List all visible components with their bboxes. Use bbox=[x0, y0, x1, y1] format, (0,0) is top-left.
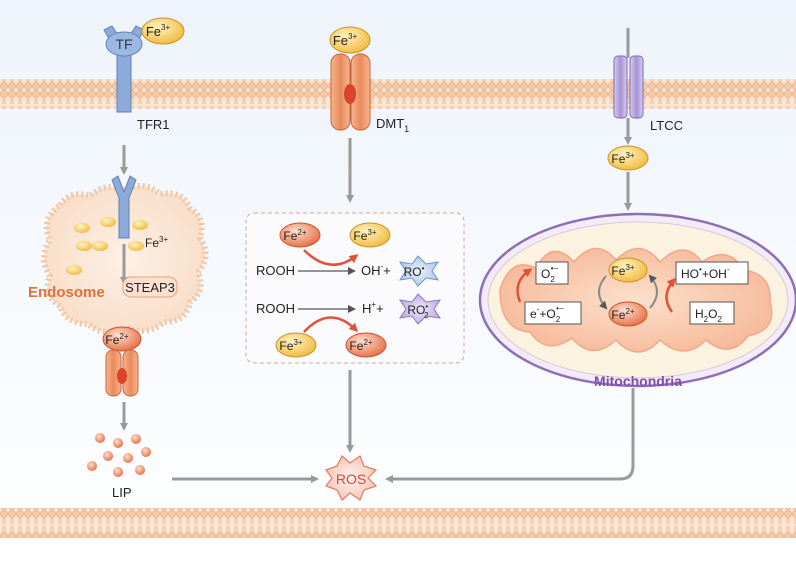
fenton-fe3-bottom: Fe3+ bbox=[275, 332, 317, 358]
plasma-membrane-bottom bbox=[0, 508, 796, 538]
svg-text:Fe2+: Fe2+ bbox=[349, 338, 372, 353]
ro-radical-star: RO• bbox=[398, 255, 440, 287]
ros-star: ROS bbox=[325, 455, 378, 501]
svg-text:HO•+OH-: HO•+OH- bbox=[681, 265, 730, 281]
svg-text:ROS: ROS bbox=[336, 471, 366, 487]
svg-text:Fe2+: Fe2+ bbox=[611, 307, 634, 322]
h-plus-label: H++ bbox=[362, 300, 384, 316]
fe3-ion-ltcc: Fe3+ bbox=[607, 145, 649, 171]
svg-text:Fe3+: Fe3+ bbox=[611, 151, 634, 166]
svg-text:RO•: RO• bbox=[404, 264, 425, 279]
gray-arc-fe3-to-fe2 bbox=[598, 275, 608, 310]
oh-minus-label: OH-+ bbox=[361, 262, 391, 278]
fe3-ion-top-left: Fe3+ bbox=[141, 17, 185, 45]
ro2-radical-star: RO•2 bbox=[398, 293, 442, 325]
svg-text:Fe2+: Fe2+ bbox=[283, 228, 306, 243]
svg-text:RO•2: RO•2 bbox=[407, 302, 429, 320]
tfr1-receptor bbox=[103, 25, 145, 113]
dmt1-label: DMT1 bbox=[376, 116, 409, 134]
lip-label: LIP bbox=[112, 485, 132, 500]
red-arc-mito-right bbox=[665, 277, 676, 313]
fe3-ion-top-center: Fe3+ bbox=[329, 26, 371, 54]
svg-text:Fe3+: Fe3+ bbox=[333, 32, 358, 48]
ltcc-label: LTCC bbox=[650, 118, 683, 133]
ltcc-channel bbox=[613, 55, 644, 119]
mitochondria-label: Mitochondria bbox=[594, 373, 682, 389]
mito-fe2-ion: Fe2+ bbox=[608, 301, 648, 327]
svg-text:Fe3+: Fe3+ bbox=[279, 338, 302, 353]
red-arc-reaction-2 bbox=[303, 316, 359, 333]
svg-text:H2O2: H2O2 bbox=[695, 307, 722, 324]
gray-arc-fe2-to-fe3 bbox=[648, 274, 658, 309]
fenton-fe2-bottom: Fe2+ bbox=[345, 332, 387, 358]
electron-superoxide-box: e-+O2•− bbox=[524, 301, 582, 325]
dmt1-endosome-transporter bbox=[105, 349, 139, 397]
svg-text:e-+O2•−: e-+O2•− bbox=[530, 304, 564, 324]
tf-label: TF bbox=[115, 36, 132, 52]
tfr1-label: TFR1 bbox=[137, 117, 170, 132]
rooh-label-1: ROOH bbox=[256, 263, 295, 278]
tfr1-in-endosome bbox=[111, 175, 137, 239]
svg-text:Fe3+: Fe3+ bbox=[353, 228, 376, 243]
fenton-fe2-top: Fe2+ bbox=[279, 222, 321, 248]
mito-fe3-ion: Fe3+ bbox=[608, 257, 648, 283]
fenton-fe3-top: Fe3+ bbox=[349, 222, 391, 248]
fe2-ion-endosome: Fe2+ bbox=[102, 326, 142, 352]
rooh-label-2: ROOH bbox=[256, 301, 295, 316]
endosome-label: Endosome bbox=[28, 284, 105, 301]
superoxide-box: O2•− bbox=[535, 261, 569, 285]
svg-text:Fe3+: Fe3+ bbox=[146, 23, 171, 39]
arrow-mitochondria-to-ros bbox=[385, 388, 635, 483]
hydroxyl-box: HO•+OH- bbox=[675, 261, 749, 285]
fenton-reaction-box bbox=[245, 212, 465, 364]
mitochondria bbox=[478, 212, 796, 388]
plasma-membrane-top bbox=[0, 79, 796, 109]
steap3-box: STEAP3 bbox=[122, 276, 178, 298]
endosome-iron-particles bbox=[66, 217, 148, 275]
dmt1-transporter bbox=[330, 53, 371, 131]
red-arc-reaction-1 bbox=[303, 249, 359, 266]
lip-particles bbox=[87, 433, 151, 477]
svg-text:STEAP3: STEAP3 bbox=[125, 280, 175, 295]
h2o2-box: H2O2 bbox=[689, 301, 735, 325]
fe3-endosome-label: Fe3+ bbox=[145, 235, 168, 250]
svg-text:O2•−: O2•− bbox=[541, 264, 559, 284]
svg-text:Fe3+: Fe3+ bbox=[611, 263, 634, 278]
svg-text:Fe2+: Fe2+ bbox=[105, 332, 128, 347]
red-arc-mito-left bbox=[516, 268, 533, 303]
